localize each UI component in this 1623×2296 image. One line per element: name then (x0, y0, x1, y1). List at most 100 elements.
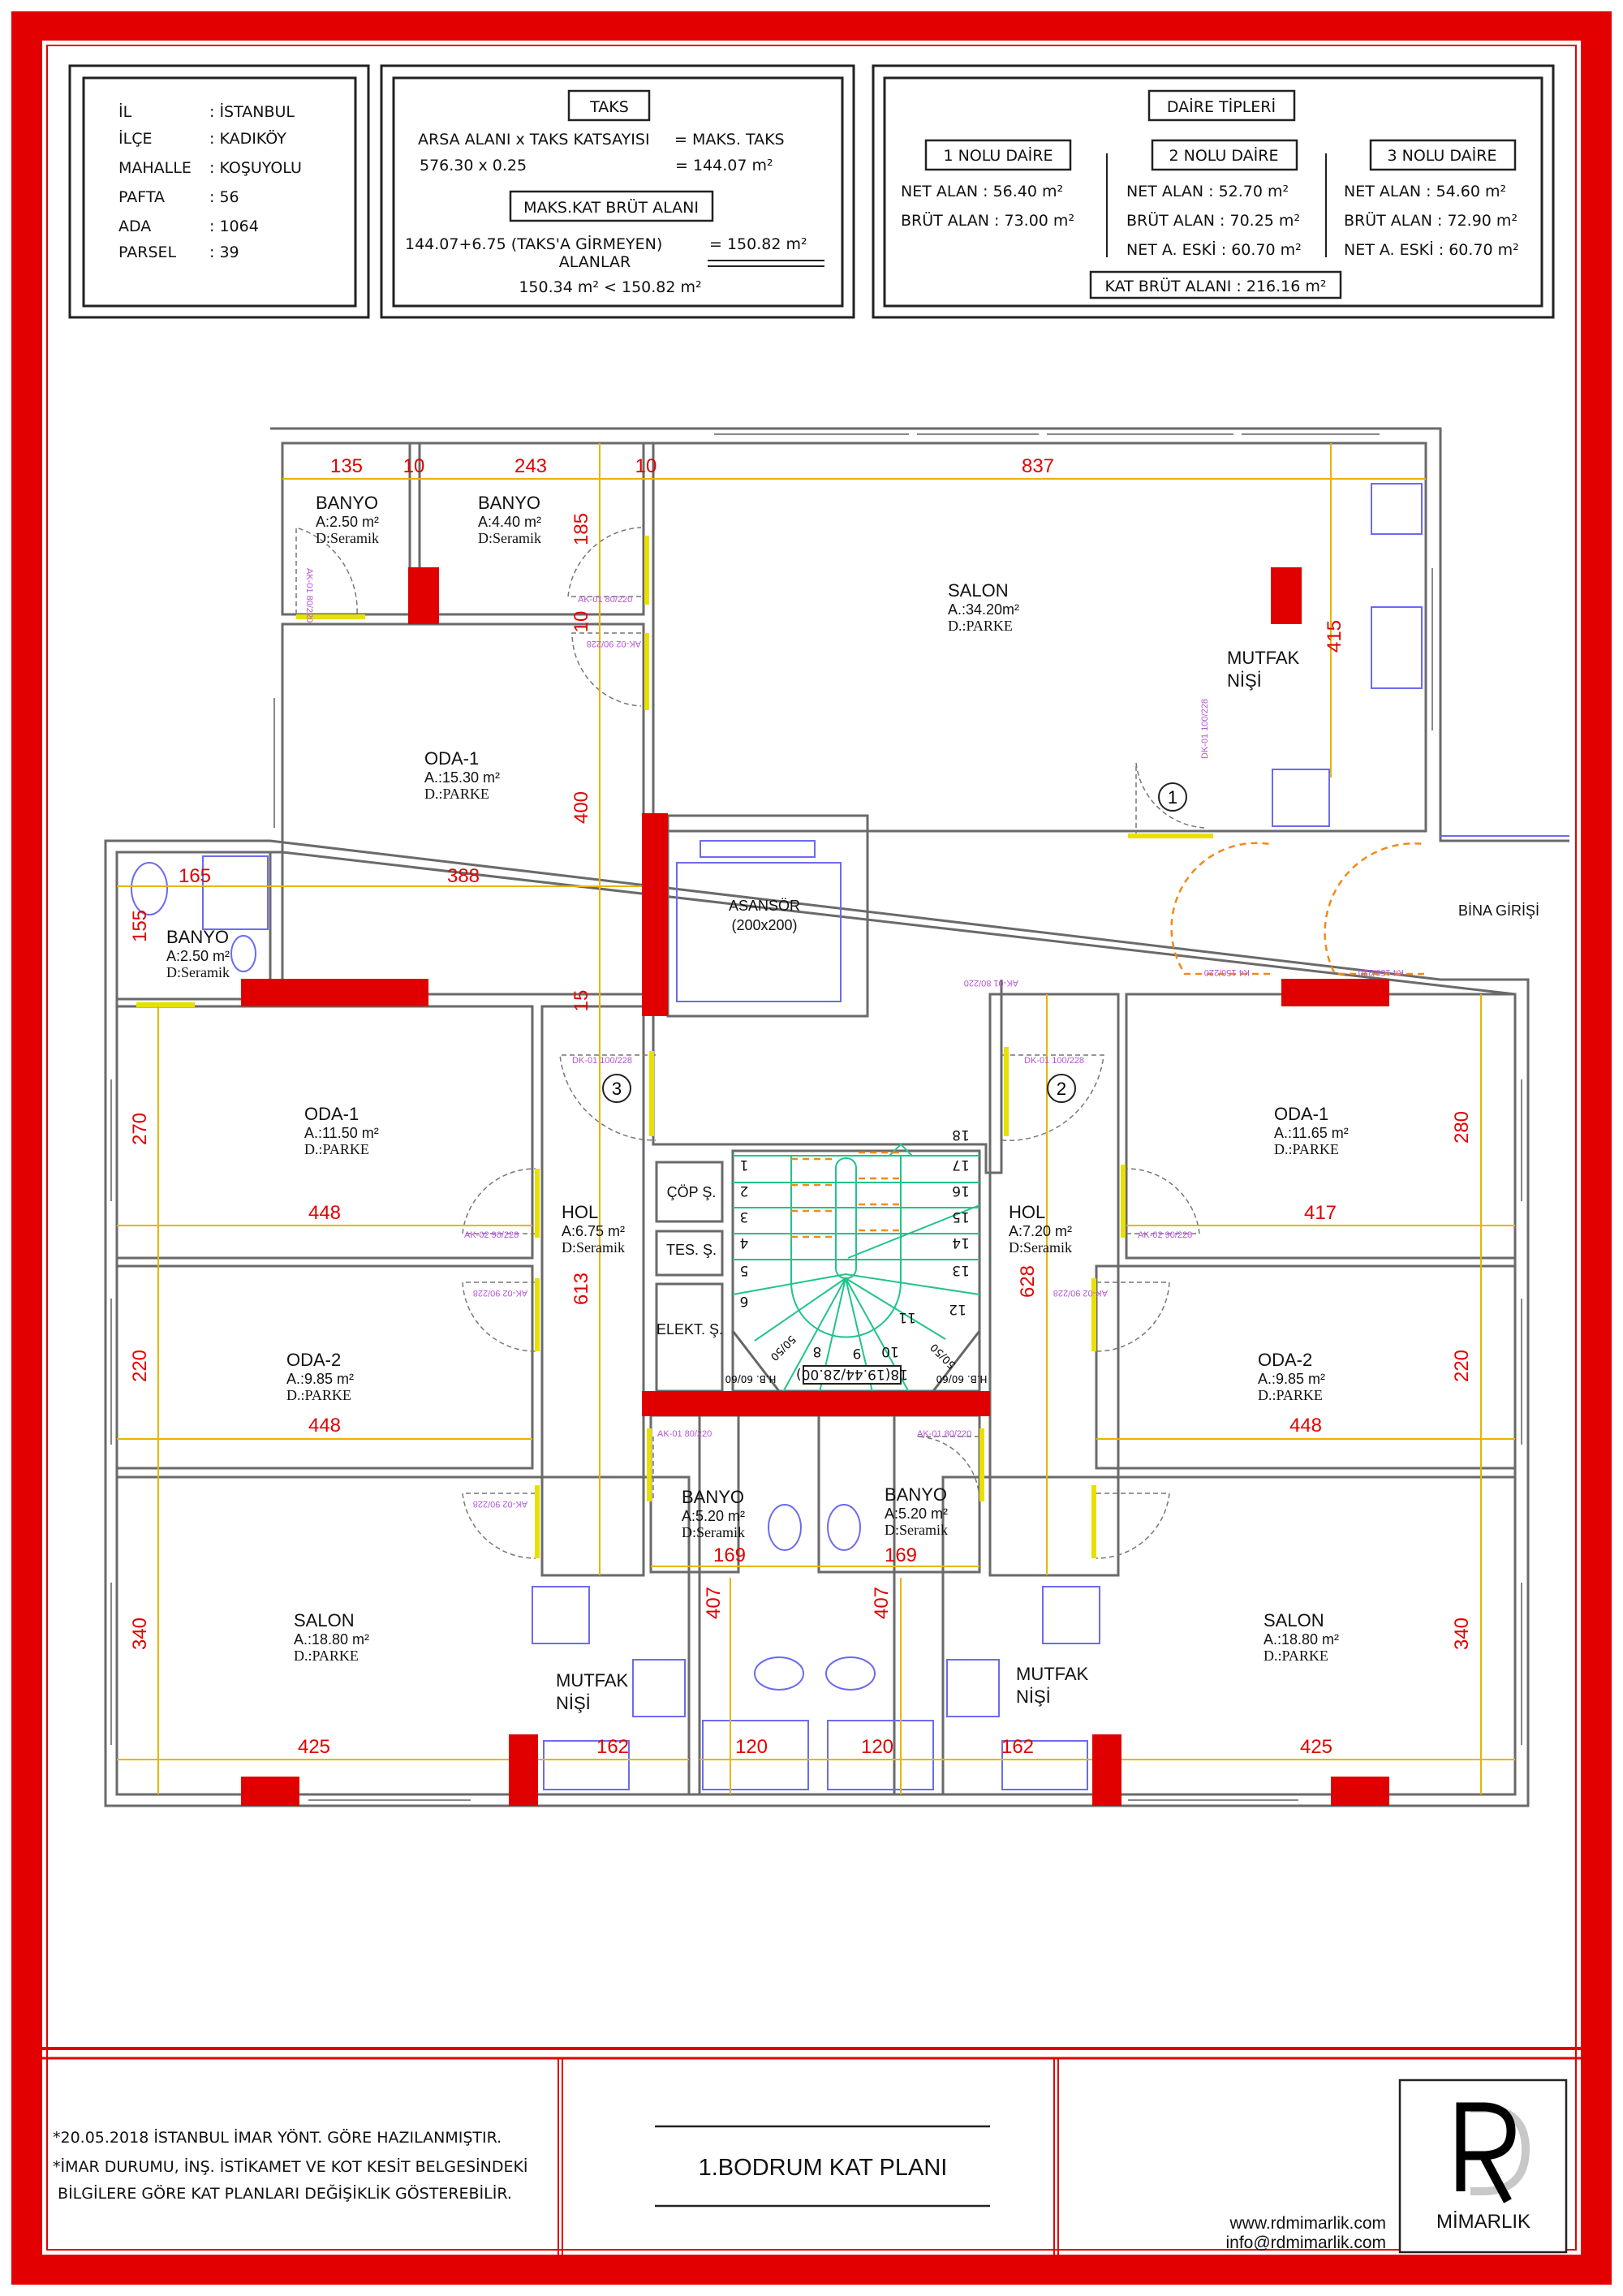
fixtures (131, 483, 1423, 1790)
email-link[interactable]: info@rdmimarlik.com (1225, 2234, 1386, 2252)
floor-plan: 1234568910111213141516171818(19.44/28.00… (104, 427, 1569, 1807)
taks-title: TAKS (589, 98, 629, 116)
room-name: ODA-2 (286, 1350, 341, 1370)
dimension-label: 169 (885, 1544, 917, 1566)
stair-step-number: 14 (952, 1234, 970, 1251)
room-area: A.:18.80 m² (1264, 1631, 1339, 1648)
fridge-icon (532, 1586, 590, 1644)
info-label: PAFTA (118, 188, 165, 206)
dimension-label: 169 (713, 1544, 746, 1566)
sink-icon (1371, 606, 1423, 689)
door-tag: K4 150/220 (1358, 967, 1404, 977)
stair-hb-label: H.B. 60/60 (936, 1373, 987, 1385)
svg-text:2: 2 (1057, 1079, 1066, 1099)
website-link[interactable]: www.rdmimarlik.com (1229, 2214, 1386, 2233)
plan-label: ÇÖP Ş. (667, 1184, 717, 1200)
info-value: : 1064 (209, 218, 259, 235)
room-label-oda-1: ODA-1A.:11.65 m²D.:PARKE (1274, 1104, 1349, 1157)
room-floor: D.:PARKE (948, 618, 1013, 634)
unit-stat: BRÜT ALAN : 70.25 m² (1126, 211, 1300, 230)
dimension-label: 400 (570, 791, 592, 824)
dimension-label: 120 (861, 1736, 893, 1758)
door-tag: AK-02 90/228 (1053, 1288, 1108, 1298)
taks-box: TAKS ARSA ALANI x TAKS KATSAYISI = MAKS.… (380, 64, 855, 319)
taks-formula-right: = MAKS. TAKS (674, 131, 785, 149)
room-area: A:5.20 m² (885, 1506, 948, 1522)
stair-step-number: 2 (740, 1182, 749, 1199)
dimension-label: 613 (570, 1273, 592, 1305)
stove-icon (946, 1659, 1000, 1717)
dimension-label: 10 (570, 611, 592, 633)
room-name: SALON (1264, 1610, 1324, 1630)
room-area: A.:11.65 m² (1274, 1125, 1349, 1141)
unit-stat: NET A. ESKİ : 60.70 m² (1344, 240, 1519, 259)
room-label-oda-2: ODA-2A.:9.85 m²D.:PARKE (286, 1350, 354, 1403)
stair-step-number: 1 (740, 1157, 749, 1173)
door-tag: K4 150/220 (1204, 967, 1250, 977)
dimension-label: 270 (129, 1113, 151, 1145)
dimension-label: 407 (703, 1587, 725, 1619)
unit-stat: NET ALAN : 56.40 m² (901, 183, 1063, 200)
room-label-oda-1: ODA-1A.:11.50 m²D.:PARKE (304, 1104, 379, 1157)
room-floor: D:Seramik (682, 1524, 745, 1540)
stair-step-number: 16 (952, 1182, 970, 1199)
dimension-label: 340 (129, 1618, 151, 1650)
room-area: A:2.50 m² (316, 514, 379, 530)
taks-calc-left: 576.30 x 0.25 (420, 157, 527, 174)
sink-icon (543, 1740, 630, 1790)
dimension-label: 185 (570, 513, 592, 545)
dimension-label: 10 (403, 455, 425, 477)
sink-icon (827, 1504, 861, 1551)
drawing-title: 1.BODRUM KAT PLANI (699, 2155, 948, 2181)
door-tag: DK-01 100/228 (1200, 699, 1210, 759)
unit-title-box (1369, 139, 1517, 171)
unit-stat: NET ALAN : 52.70 m² (1126, 183, 1289, 200)
room-floor: D.:PARKE (1264, 1648, 1328, 1664)
shower (202, 855, 269, 930)
door-tag: AK-02 90/228 (587, 639, 641, 648)
room-floor: D:Seramik (885, 1522, 948, 1538)
info-value: : KADIKÖY (209, 129, 286, 148)
dimension-label: 417 (1304, 1202, 1337, 1224)
room-area: A.:9.85 m² (286, 1371, 354, 1387)
room-name: BANYO (478, 493, 540, 513)
door-tag: AK-01 80/220 (964, 978, 1018, 988)
room-name: ODA-2 (1258, 1350, 1312, 1370)
dimension-label: 155 (129, 910, 151, 942)
unit-marker: 2 (1047, 1074, 1076, 1103)
dimension-label: 15 (570, 990, 592, 1012)
dimension-label: 280 (1451, 1111, 1473, 1144)
dimension-label: 425 (1300, 1736, 1332, 1758)
plan-label: MUTFAK (1016, 1664, 1089, 1684)
logo-text: MİMARLIK (1436, 2211, 1530, 2233)
room-name: BANYO (885, 1484, 947, 1505)
info-label: ADA (118, 218, 151, 235)
room-name: ODA-1 (304, 1104, 359, 1124)
unit-stat: NET ALAN : 54.60 m² (1344, 183, 1506, 200)
unit-stat: BRÜT ALAN : 73.00 m² (901, 211, 1074, 230)
dimension-label: 340 (1451, 1618, 1473, 1650)
dimension-label: 165 (179, 865, 211, 887)
stair-step-number: 12 (949, 1301, 966, 1317)
doors (136, 526, 1425, 1559)
info-value: : 39 (209, 243, 239, 261)
shower (702, 1720, 809, 1790)
room-area: A.:18.80 m² (294, 1631, 369, 1648)
dimension-label: 243 (514, 455, 547, 477)
elevator-cab (676, 862, 842, 1002)
dimension-label: 407 (871, 1587, 893, 1619)
room-floor: D.:PARKE (304, 1141, 369, 1157)
room-floor: D.:PARKE (424, 786, 489, 802)
note-line: BİLGİLERE GÖRE KAT PLANLARI DEĞİŞİKLİK G… (53, 2183, 512, 2203)
room-area: A:4.40 m² (478, 514, 541, 530)
stair-step-number: 6 (740, 1293, 749, 1309)
room-floor: D.:PARKE (286, 1387, 351, 1403)
dimension-label: 162 (1001, 1736, 1034, 1758)
